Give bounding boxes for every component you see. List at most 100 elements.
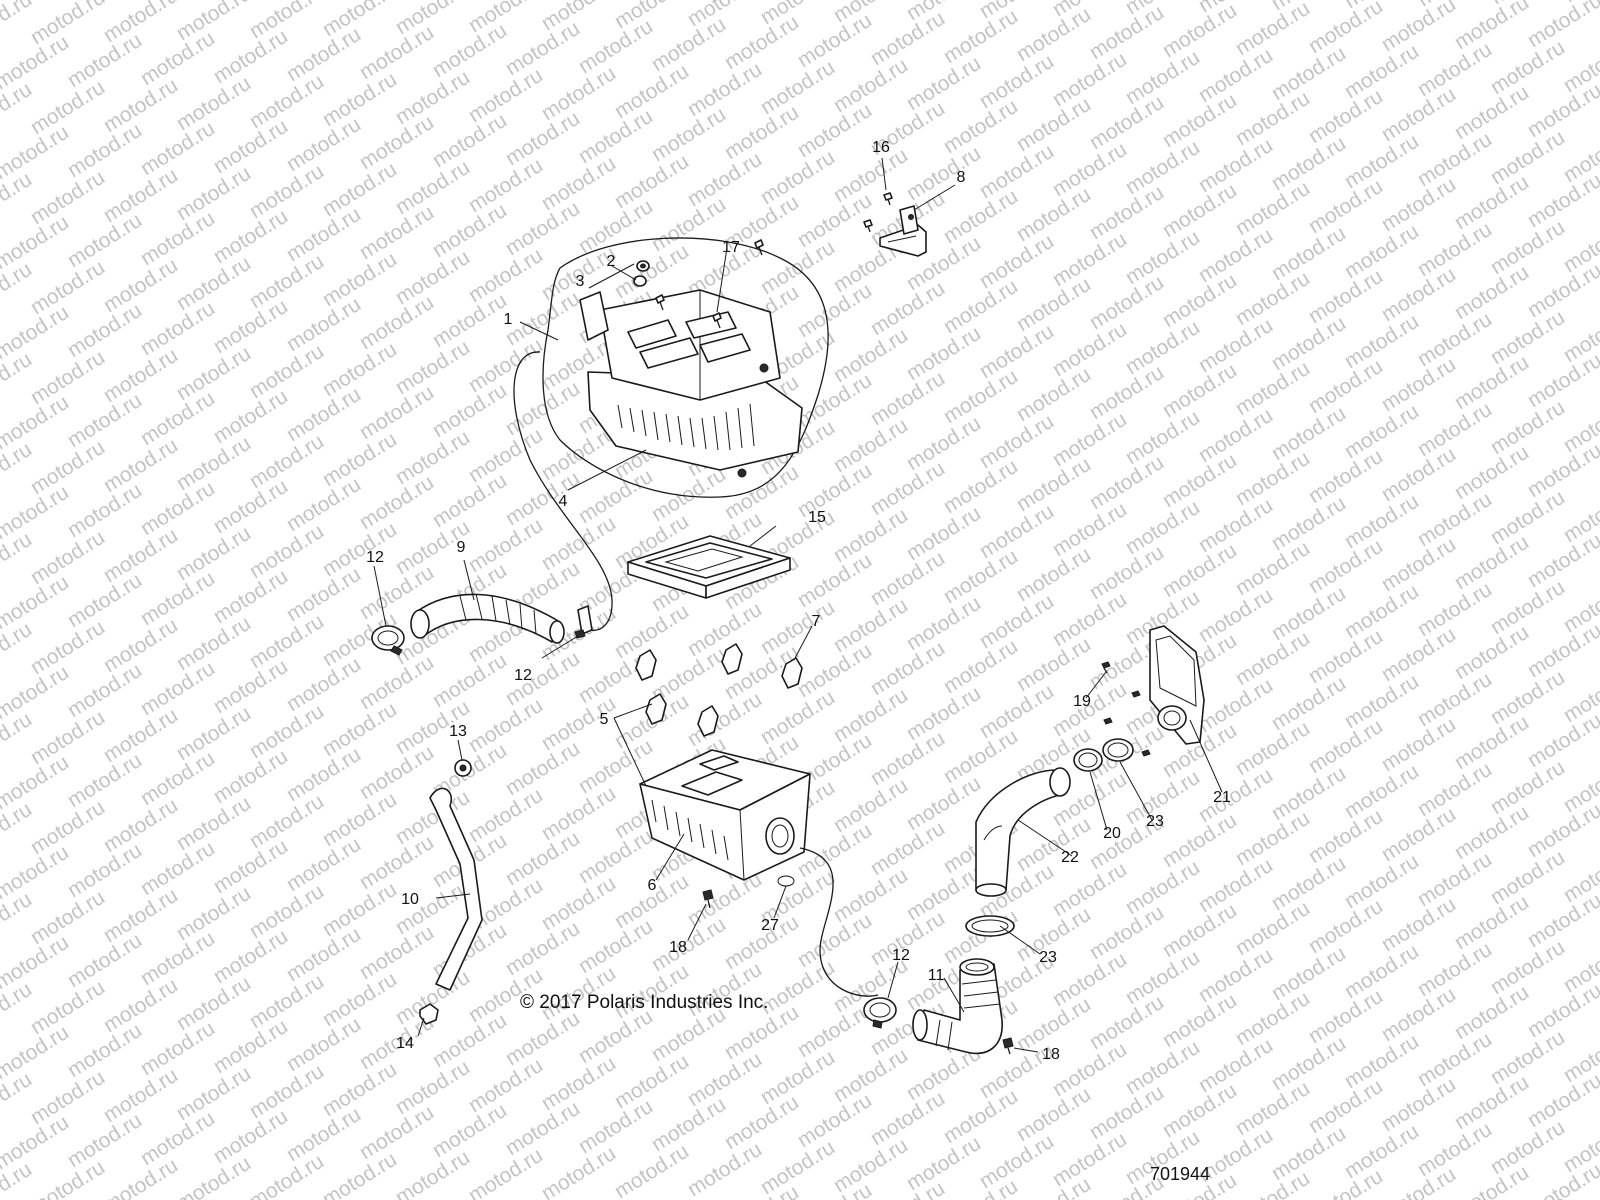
watermark-text: motod.ru [26,166,108,229]
watermark-text: motod.ru [1523,979,1600,1042]
watermark-text: motod.ru [1377,713,1459,776]
watermark-text: motod.ru [1012,633,1094,696]
watermark-text: motod.ru [391,246,473,309]
watermark-text: motod.ru [245,70,327,133]
watermark-text: motod.ru [1085,451,1167,514]
watermark-text: motod.ru [574,825,656,888]
watermark-text: motod.ru [683,1138,765,1200]
watermark-text: motod.ru [209,385,291,448]
watermark-text: motod.ru [26,526,108,589]
watermark-text: motod.ru [1048,1128,1130,1191]
callout-3: 3 [576,273,585,290]
watermark-text: motod.ru [1486,666,1568,729]
watermark-text: motod.ru [1012,453,1094,516]
watermark-text: motod.ru [647,193,729,256]
watermark-text: motod.ru [501,17,583,80]
watermark-text: motod.ru [1231,357,1313,420]
watermark-text: motod.ru [1304,715,1386,778]
watermark-text: motod.ru [501,1007,583,1070]
watermark-text: motod.ru [428,469,510,532]
watermark-text: motod.ru [355,921,437,984]
watermark-text: motod.ru [939,185,1021,248]
watermark-text: motod.ru [939,455,1021,518]
watermark-text: motod.ru [63,29,145,92]
watermark-text: motod.ru [1340,130,1422,193]
callout-18-right: 18 [1042,1046,1060,1063]
watermark-text: motod.ru [939,725,1021,788]
watermark-text: motod.ru [1158,359,1240,422]
watermark-text: motod.ru [1048,498,1130,561]
screw-icon [702,889,1014,1055]
watermark-text: motod.ru [391,1146,473,1200]
watermark-text: motod.ru [1340,40,1422,103]
watermark-text: motod.ru [1085,271,1167,334]
watermark-text: motod.ru [282,743,364,806]
callout-15: 15 [808,509,826,526]
watermark-text: motod.ru [1231,1077,1313,1140]
watermark-text: motod.ru [318,248,400,311]
watermark-text: motod.ru [1340,1120,1422,1183]
watermark-text: motod.ru [647,913,729,976]
watermark-text: motod.ru [1413,488,1495,551]
watermark-text: motod.ru [1048,1038,1130,1101]
watermark-text: motod.ru [1267,222,1349,285]
watermark-text: motod.ru [355,21,437,84]
watermark-text: motod.ru [136,1017,218,1080]
intake-duct-icon [410,593,565,644]
watermark-text: motod.ru [26,0,108,49]
watermark-text: motod.ru [1450,81,1532,144]
watermark-text: motod.ru [939,545,1021,608]
watermark-text: motod.ru [829,684,911,747]
watermark-text: motod.ru [1486,216,1568,279]
watermark-text: motod.ru [1158,539,1240,602]
watermark-text: motod.ru [26,616,108,679]
watermark-text: motod.ru [1340,940,1422,1003]
watermark-text: motod.ru [1085,901,1167,964]
watermark-text: motod.ru [610,60,692,123]
watermark-text: motod.ru [866,7,948,70]
watermark-text: motod.ru [172,1152,254,1200]
watermark-text: motod.ru [99,524,181,587]
watermark-text: motod.ru [172,252,254,315]
screw-icon [863,192,893,233]
air-box-cover-icon [579,289,803,478]
watermark-text: motod.ru [902,412,984,475]
watermark-text: motod.ru [1304,0,1386,58]
watermark-text: motod.ru [683,688,765,751]
watermark-text: motod.ru [1121,406,1203,469]
watermark-text: motod.ru [63,209,145,272]
watermark-text: motod.ru [1340,670,1422,733]
watermark-text: motod.ru [975,230,1057,293]
callout-23-lower: 23 [1039,949,1057,966]
watermark-text: motod.ru [1121,496,1203,559]
watermark-text: motod.ru [63,299,145,362]
watermark-text: motod.ru [939,5,1021,68]
watermark-text: motod.ru [1231,267,1313,330]
watermark-text: motod.ru [209,835,291,898]
watermark-text: motod.ru [136,1107,218,1170]
watermark-text: motod.ru [756,956,838,1019]
watermark-text: motod.ru [1231,537,1313,600]
watermark-text: motod.ru [136,207,218,270]
watermark-text: motod.ru [793,189,875,252]
clip-icon [635,643,803,737]
watermark-text: motod.ru [282,293,364,356]
watermark-text: motod.ru [63,839,145,902]
watermark-text: motod.ru [209,115,291,178]
watermark-text: motod.ru [866,1087,948,1150]
watermark-text: motod.ru [1450,0,1532,54]
watermark-text: motod.ru [902,502,984,565]
watermark-text: motod.ru [1304,625,1386,688]
watermark-text: motod.ru [1048,948,1130,1011]
watermark-text: motod.ru [209,745,291,808]
callout-4: 4 [559,493,568,510]
watermark-text: motod.ru [318,158,400,221]
watermark-text: motod.ru [1194,404,1276,467]
watermark-text: motod.ru [209,25,291,88]
watermark-text: motod.ru [1304,265,1386,328]
watermark-text: motod.ru [720,11,802,74]
watermark-text: motod.ru [1340,760,1422,823]
watermark-text: motod.ru [1340,490,1422,553]
watermark-text: motod.ru [647,13,729,76]
watermark-text: motod.ru [1231,447,1313,510]
